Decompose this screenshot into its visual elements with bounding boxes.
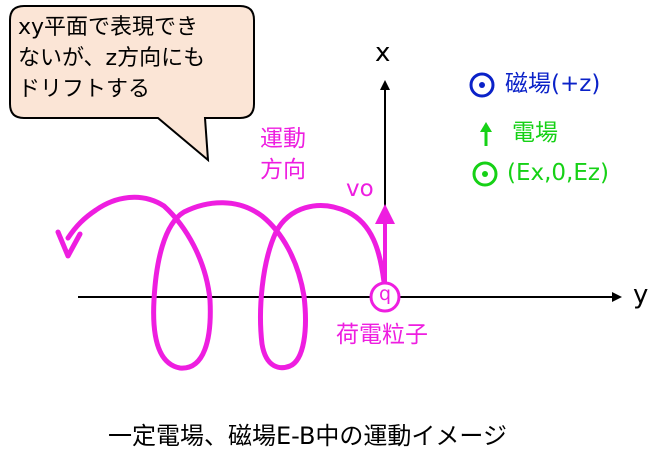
x-axis-label: x [375,38,391,68]
initial-velocity-label: vo [346,176,374,202]
magnetic-field-icon [469,72,495,98]
speech-bubble [9,5,255,163]
motion-direction-line-2: 方向 [260,157,306,183]
charge-circle [369,281,401,313]
charge-label: q [378,283,392,305]
motion-direction-label: 運動 方向 [260,124,306,186]
bubble-line-2: ないが、z方向にも [18,46,206,71]
particle-label: 荷電粒子 [336,322,428,348]
particle-trajectory [65,194,387,371]
y-axis-label: y [633,280,649,310]
bubble-line-1: xy平面で表現でき [18,15,199,40]
bubble-text: xy平面で表現でき ないが、z方向にも ドリフトする [18,12,250,105]
electric-field-vector-icon [472,161,498,187]
electric-field-up-arrow-icon [480,122,492,146]
trajectory-arrowhead-icon [55,229,83,259]
electric-field-vector-label: (Ex,0,Ez) [507,160,609,186]
diagram-caption: 一定電場、磁場E-B中の運動イメージ [108,422,507,450]
motion-direction-line-1: 運動 [260,126,306,152]
velocity-arrowhead-icon [375,204,395,224]
magnetic-field-label: 磁場(+z) [505,71,601,97]
bubble-line-3: ドリフトする [18,77,151,102]
electric-field-label: 電場 [512,120,558,146]
